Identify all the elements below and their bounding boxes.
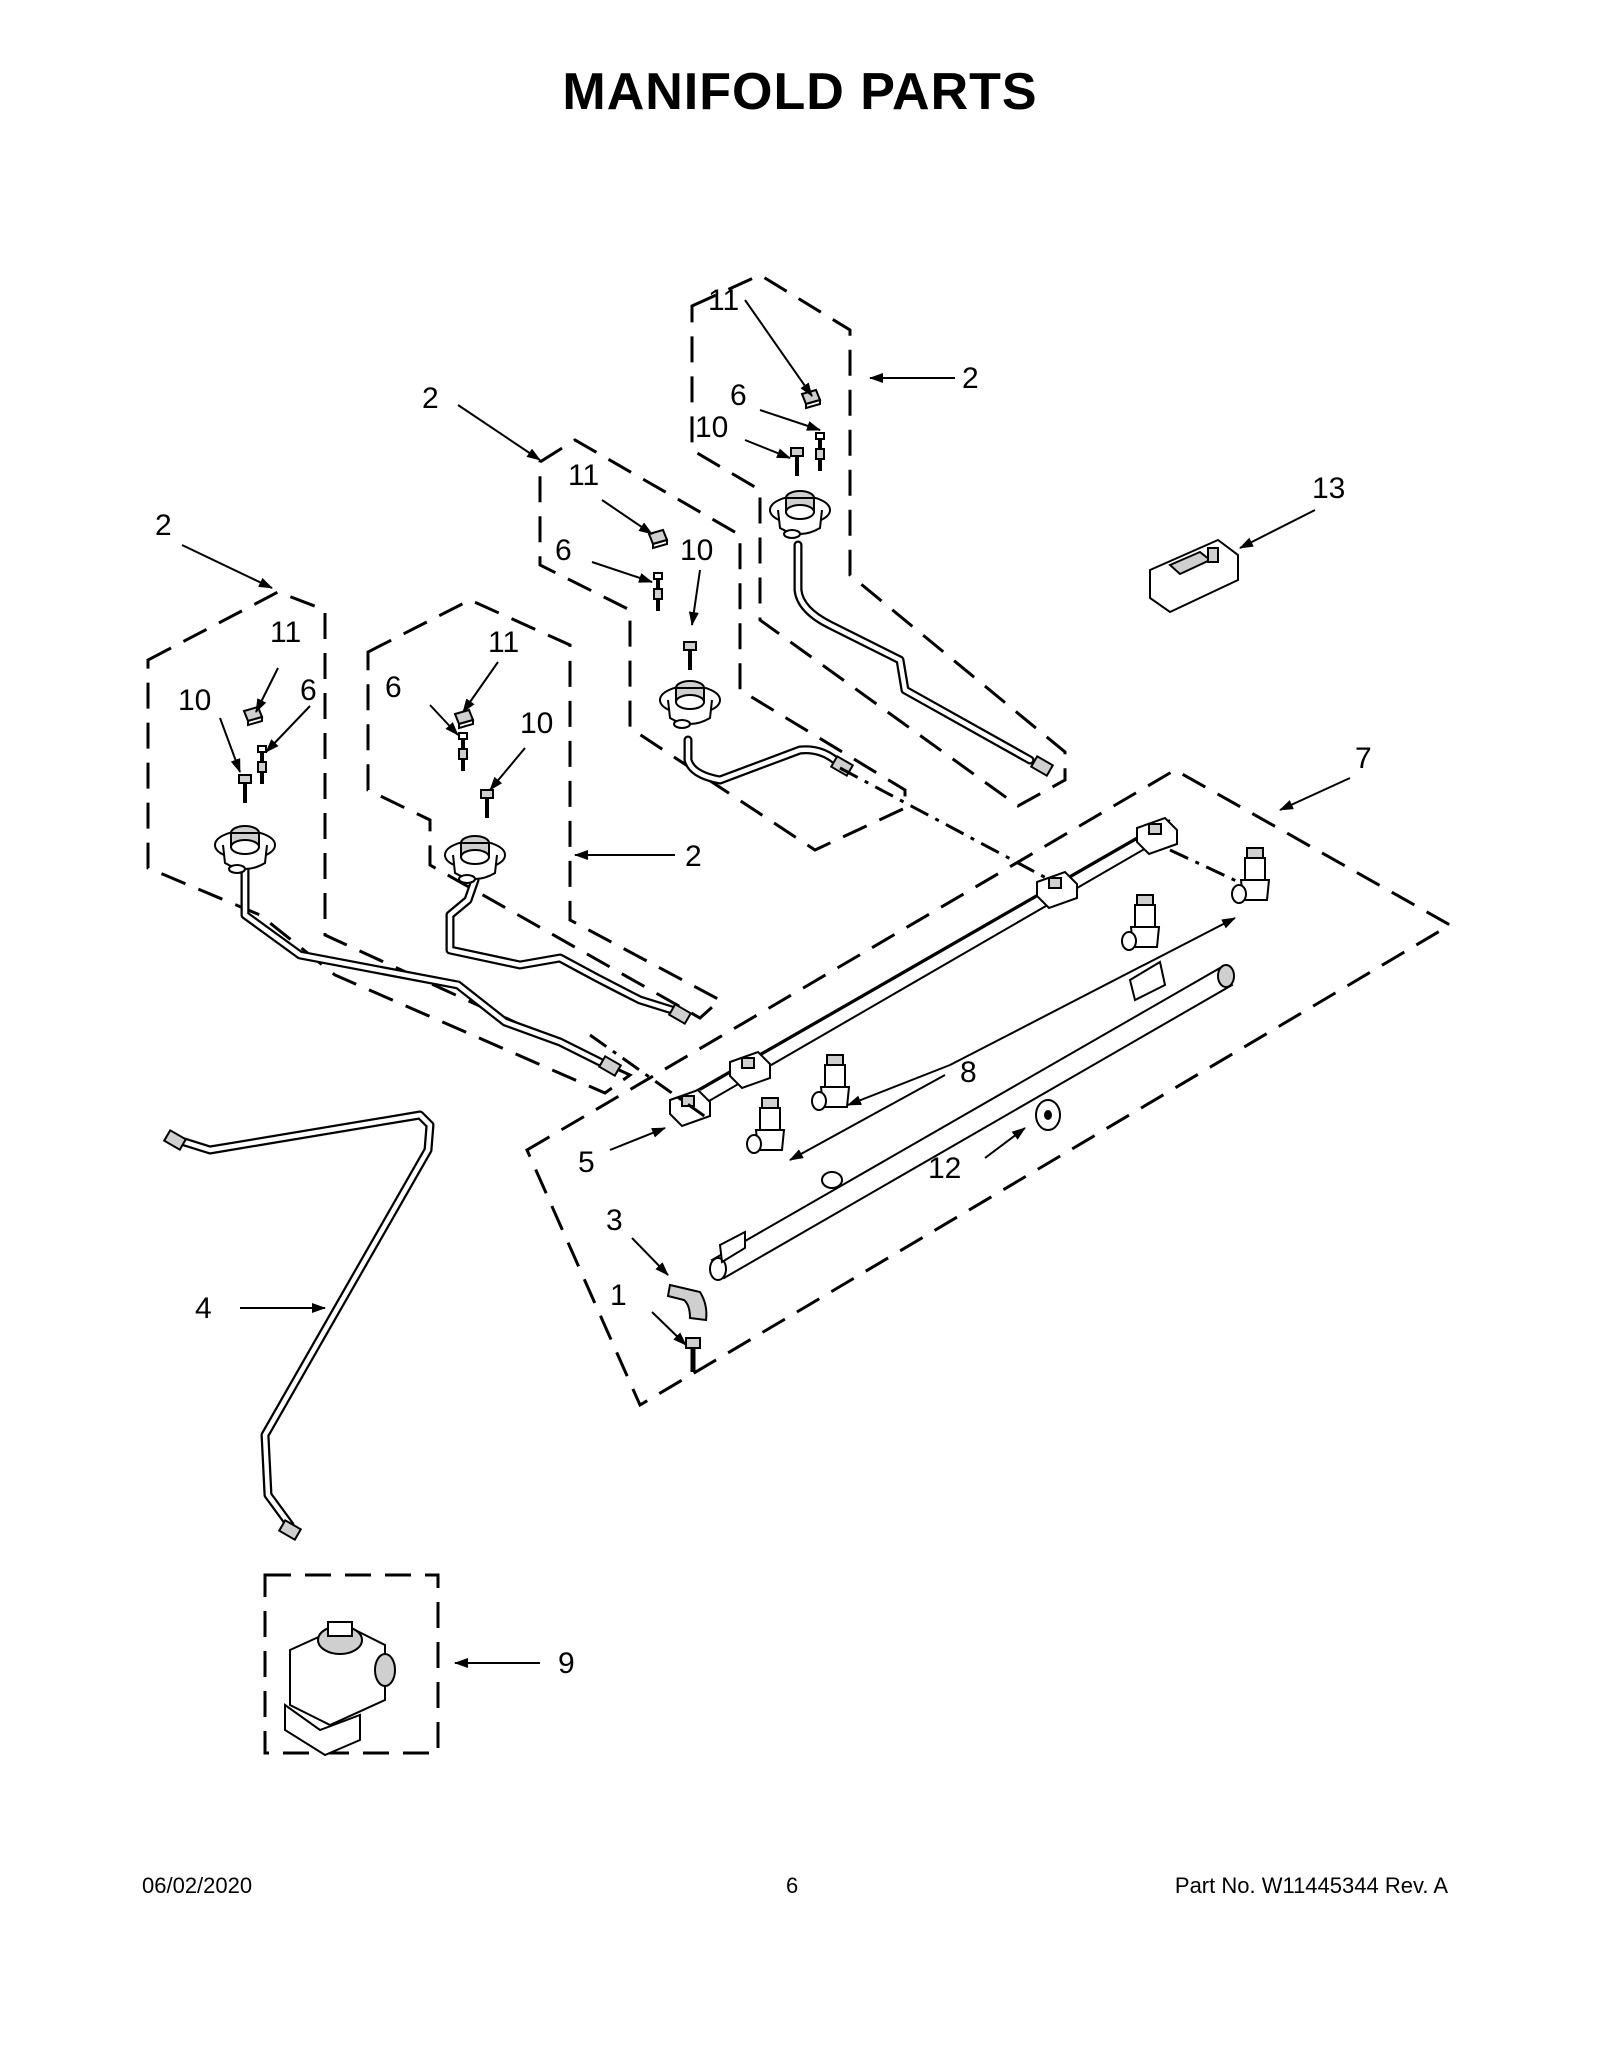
callout-1: 1 (610, 1279, 627, 1312)
callout-11: 11 (270, 616, 301, 649)
gas-tube-icon (163, 540, 1054, 1541)
callout-10: 10 (680, 534, 713, 567)
callout-leaders (181, 299, 1351, 1668)
washer-icon (1035, 1099, 1061, 1131)
callout-6: 6 (385, 671, 402, 704)
footer-date: 06/02/2020 (142, 1873, 253, 1898)
callout-2: 2 (422, 382, 439, 415)
footer-part-number: Part No. W11445344 Rev. A (1174, 1873, 1448, 1898)
callout-11: 11 (488, 626, 519, 659)
callout-6: 6 (730, 379, 747, 412)
callout-labels: 11 2 6 10 2 13 11 6 10 2 11 6 10 11 6 10… (155, 284, 1372, 1680)
callout-10: 10 (520, 707, 553, 740)
callout-6: 6 (555, 534, 572, 567)
callout-4: 4 (195, 1292, 212, 1325)
callout-8: 8 (960, 1056, 977, 1089)
callout-2: 2 (962, 362, 979, 395)
callout-2: 2 (685, 840, 702, 873)
pressure-regulator-icon (284, 1621, 396, 1757)
footer-page-number: 6 (786, 1873, 799, 1898)
screw-icon (685, 1337, 701, 1372)
callout-7: 7 (1355, 742, 1372, 775)
callout-11: 11 (568, 459, 599, 492)
callout-6: 6 (300, 674, 317, 707)
callout-10: 10 (178, 684, 211, 717)
callout-13: 13 (1312, 472, 1345, 505)
dashed-assembly-outlines (146, 273, 1453, 1755)
callout-9: 9 (558, 1647, 575, 1680)
callout-11: 11 (708, 284, 739, 317)
callout-10: 10 (695, 411, 728, 444)
callout-5: 5 (578, 1146, 595, 1179)
callout-2: 2 (155, 509, 172, 542)
page-title: MANIFOLD PARTS (562, 63, 1038, 121)
callout-3: 3 (606, 1204, 623, 1237)
spark-module-icon (1149, 538, 1239, 614)
callout-12: 12 (928, 1152, 961, 1185)
manifold-pipe-icon (589, 766, 1246, 1281)
clamp-icon (666, 1283, 708, 1322)
